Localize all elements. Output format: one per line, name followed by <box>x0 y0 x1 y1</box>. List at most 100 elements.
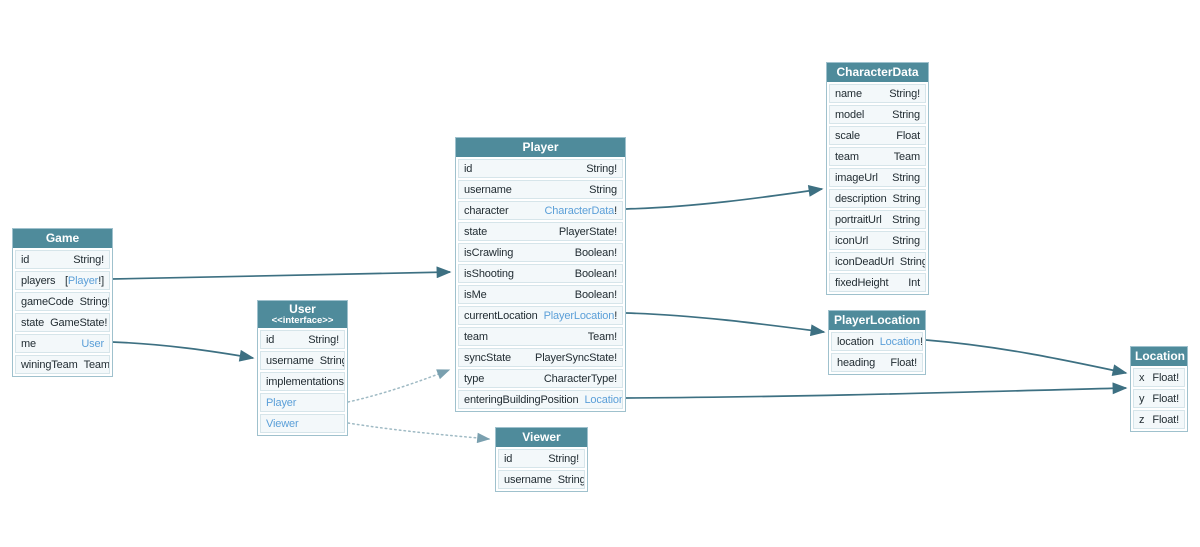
field-type: Float <box>896 130 920 142</box>
edge-player-enteringbuildingposition-to-location <box>625 382 1128 399</box>
field-row-state[interactable]: state PlayerState! <box>458 222 623 241</box>
type-suffix: Float! <box>1152 413 1179 426</box>
type-suffix: String <box>892 234 920 247</box>
field-type: String <box>589 184 617 196</box>
field-type: String! <box>308 334 339 346</box>
field-row-state[interactable]: state GameState! <box>15 313 110 332</box>
edge-player-character-to-characterdata <box>625 185 824 210</box>
table-title: Game <box>45 231 80 245</box>
field-name: character <box>464 204 509 217</box>
type-suffix: Team <box>893 150 920 163</box>
field-name: heading <box>837 356 876 369</box>
field-row-character[interactable]: character CharacterData! <box>458 201 623 220</box>
table-header-user[interactable]: User <<interface>> <box>258 301 347 328</box>
type-suffix: String! <box>308 333 339 346</box>
field-name: location <box>837 335 874 348</box>
type-suffix: String! <box>548 452 579 465</box>
type-suffix: String <box>892 171 920 184</box>
field-row-heading[interactable]: heading Float! <box>831 353 923 372</box>
field-type: GameState! <box>50 317 107 329</box>
field-type: Team <box>84 359 109 371</box>
type-link: Location <box>879 335 921 348</box>
type-suffix: String <box>892 213 920 226</box>
type-suffix: String! <box>586 162 617 175</box>
field-row-Player[interactable]: Player <box>260 393 345 412</box>
field-name: currentLocation <box>464 309 538 322</box>
type-suffix: Team! <box>587 330 617 343</box>
table-header-viewer[interactable]: Viewer <box>496 428 587 447</box>
field-type: String <box>892 214 920 226</box>
edge-game-players-to-player <box>111 266 452 280</box>
type-suffix: String <box>899 255 926 268</box>
field-name: Player <box>266 396 297 409</box>
type-suffix: ! <box>614 204 617 217</box>
type-suffix: PlayerState! <box>558 225 617 238</box>
field-name: enteringBuildingPosition <box>464 393 579 406</box>
field-row-Viewer[interactable]: Viewer <box>260 414 345 433</box>
field-row-players[interactable]: players[Player!] <box>15 271 110 290</box>
type-suffix: Boolean! <box>574 267 617 280</box>
field-row-gameCode[interactable]: gameCode String! <box>15 292 110 311</box>
table-header-playerlocation[interactable]: PlayerLocation <box>829 311 925 330</box>
field-row-team[interactable]: team Team <box>829 147 926 166</box>
table-title: Location <box>1135 349 1185 363</box>
type-suffix: Float! <box>890 356 917 369</box>
table-header-location[interactable]: Location <box>1131 347 1187 366</box>
edge-user-implementation-viewer <box>347 422 491 444</box>
field-name: state <box>21 316 45 329</box>
field-name: model <box>835 108 865 121</box>
field-name: type <box>464 372 485 385</box>
type-link: PlayerLocation <box>543 309 615 322</box>
field-name: me <box>21 337 36 350</box>
field-type: String! <box>548 453 579 465</box>
table-header-player[interactable]: Player <box>456 138 625 157</box>
type-suffix: Int <box>908 276 920 289</box>
field-type: String <box>892 235 920 247</box>
table-header-characterdata[interactable]: CharacterData <box>827 63 928 82</box>
table-header-game[interactable]: Game <box>13 229 112 248</box>
field-name: x <box>1139 371 1145 384</box>
field-name: state <box>464 225 488 238</box>
type-suffix: String! <box>79 295 110 308</box>
field-name: gameCode <box>21 295 74 308</box>
field-name: team <box>835 150 859 163</box>
type-link: CharacterData <box>544 204 615 217</box>
field-row-implementations[interactable]: implementations <box>260 372 345 391</box>
